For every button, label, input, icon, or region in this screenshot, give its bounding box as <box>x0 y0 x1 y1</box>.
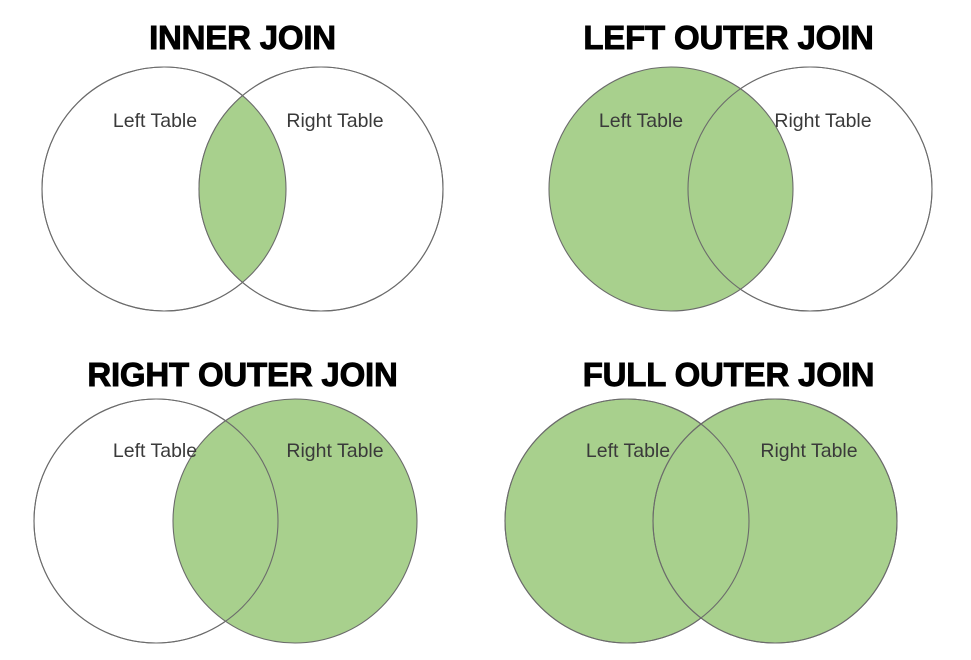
right-table-label: Right Table <box>286 110 383 132</box>
left-table-circle <box>548 66 794 312</box>
intersection-highlight <box>199 67 286 311</box>
panel-inner-join: INNER JOIN Left Table Right Table <box>0 0 485 330</box>
right-table-label: Right Table <box>774 110 871 132</box>
venn-diagram-right-outer-join: Left Table Right Table <box>33 398 418 644</box>
left-table-label: Left Table <box>599 110 683 132</box>
venn-diagram-full-outer-join: Left Table Right Table <box>504 398 898 644</box>
panel-title-right-outer-join: RIGHT OUTER JOIN <box>87 356 398 393</box>
right-table-circle <box>172 398 418 644</box>
panel-left-outer-join: LEFT OUTER JOIN Left Table Right Table <box>486 0 971 330</box>
left-table-outline <box>41 66 287 312</box>
panel-full-outer-join: FULL OUTER JOIN Left Table Right Table <box>486 330 971 660</box>
right-table-outline <box>687 66 933 312</box>
left-table-label: Left Table <box>586 440 670 462</box>
panel-title-full-outer-join: FULL OUTER JOIN <box>582 356 875 393</box>
panel-title-left-outer-join: LEFT OUTER JOIN <box>583 19 874 56</box>
left-table-label: Left Table <box>113 110 197 132</box>
left-table-outline <box>504 398 750 644</box>
right-table-label: Right Table <box>286 440 383 462</box>
left-table-outline <box>33 398 279 644</box>
panel-right-outer-join: RIGHT OUTER JOIN Left Table Right Table <box>0 330 485 660</box>
panel-title-inner-join: INNER JOIN <box>149 19 337 56</box>
right-table-label: Right Table <box>760 440 857 462</box>
right-table-circle <box>652 398 898 644</box>
right-table-outline <box>198 66 444 312</box>
right-table-outline <box>652 398 898 644</box>
venn-diagram-inner-join: Left Table Right Table <box>41 66 444 312</box>
left-table-label: Left Table <box>113 440 197 462</box>
venn-diagram-left-outer-join: Left Table Right Table <box>548 66 933 312</box>
